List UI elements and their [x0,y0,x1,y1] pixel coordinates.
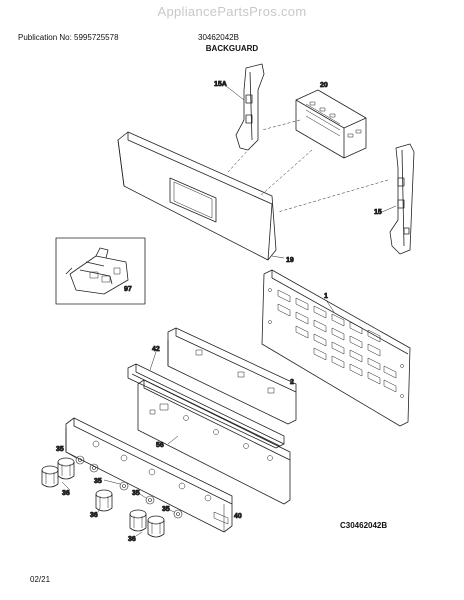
part-bracket-15[interactable] [389,143,415,255]
part-number: 30462042B [198,33,239,42]
publication-number: Publication No: 5995725578 [18,33,119,42]
callout-42: 42 [152,346,160,353]
callout-36-b: 36 [90,512,98,519]
watermark: AppliancePartsPros.com [157,4,307,19]
callout-15a: 15A [214,81,227,88]
callout-35-d: 35 [162,506,170,513]
part-bracket-2[interactable] [167,327,297,425]
part-control-board-20[interactable] [295,89,367,159]
part-trim-strip-42[interactable] [127,363,285,449]
part-console-panel-19[interactable] [117,131,277,261]
callout-1: 1 [324,293,328,300]
inset-wiring-harness-97[interactable] [55,237,146,305]
part-rear-panel-1[interactable] [261,269,411,427]
part-knobs-36[interactable] [41,457,165,538]
part-washers-35[interactable] [75,455,183,519]
callout-40: 40 [234,513,242,520]
callout-20: 20 [320,82,328,89]
callout-56: 56 [156,442,164,449]
callout-15: 15 [374,209,382,216]
callout-35-b: 35 [94,478,102,485]
callout-35-c: 35 [132,490,140,497]
callout-2: 2 [290,379,294,386]
callout-35-a: 35 [56,446,64,453]
callout-97: 97 [124,286,132,293]
part-bracket-15a[interactable] [235,63,265,151]
part-bracket-56[interactable] [137,379,291,505]
callout-36-c: 36 [128,536,136,543]
callout-19: 19 [286,257,294,264]
callout-36-a: 36 [62,490,70,497]
figure-code: C30462042B [340,521,388,530]
footer-date: 02/21 [30,575,51,584]
section-title: BACKGUARD [205,44,259,53]
